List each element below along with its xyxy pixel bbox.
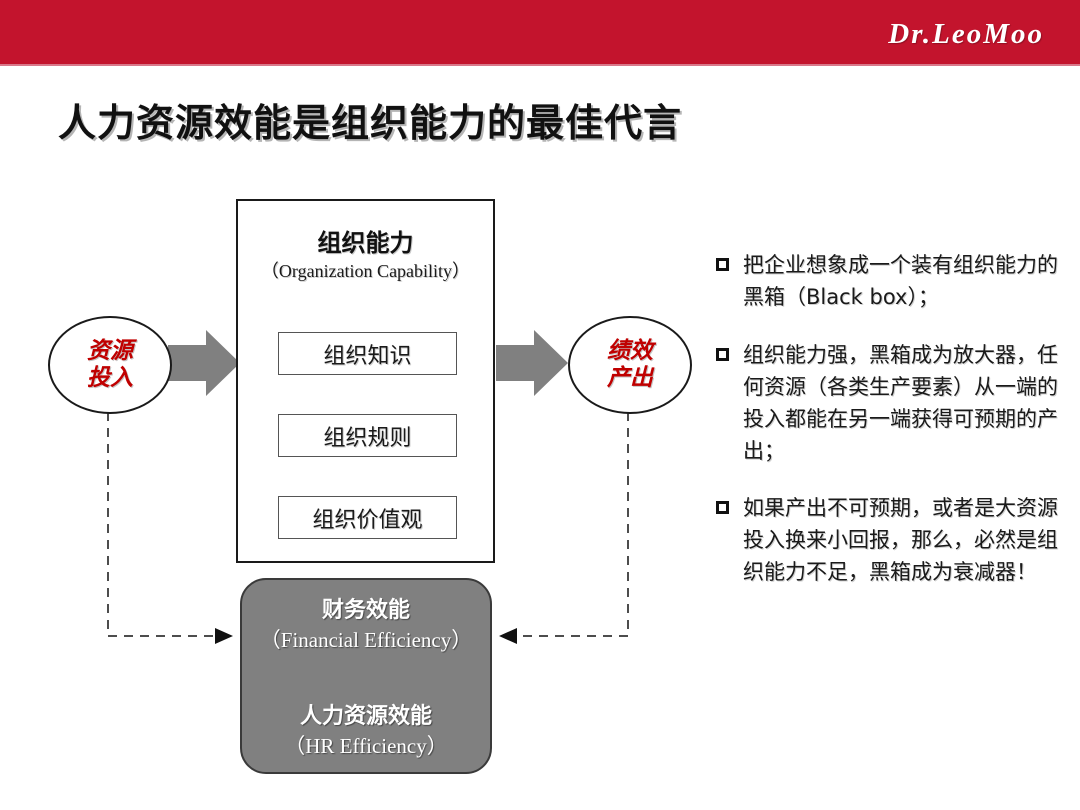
page-title: 人力资源效能是组织能力的最佳代言 (58, 101, 683, 145)
layer-label: 组织规则 (323, 424, 412, 450)
list-item-text: 把企业想象成一个装有组织能力的黑箱（Black box）； (743, 253, 1058, 309)
layer-box-values[interactable]: 组织价值观 (278, 496, 457, 539)
square-bullet-icon (716, 501, 729, 515)
financial-efficiency-title: 财务效能 (321, 598, 410, 623)
performance-output-line2: 产出 (607, 365, 653, 391)
list-item-text: 如果产出不可预期，或者是大资源投入换来小回报，那么，必然是组织能力不足，黑箱成为… (743, 496, 1058, 585)
layer-box-knowledge[interactable]: 组织知识 (278, 332, 457, 375)
resource-input-line2: 投入 (87, 365, 133, 391)
financial-efficiency-subtitle: （Financial Efficiency） (259, 628, 473, 652)
capability-subtitle: （Organization Capability） (260, 261, 471, 281)
list-item: 把企业想象成一个装有组织能力的黑箱（Black box）； (716, 250, 1060, 314)
square-bullet-icon (716, 258, 729, 271)
list-item: 组织能力强，黑箱成为放大器，任何资源（各类生产要素）从一端的投入都能在另一端获得… (716, 340, 1060, 468)
performance-output-line1: 绩效 (607, 337, 653, 364)
dashed-feedback-left (107, 412, 233, 644)
hr-efficiency-title: 人力资源效能 (299, 704, 432, 729)
square-bullet-icon (716, 347, 729, 361)
layer-label: 组织知识 (323, 342, 412, 368)
dashed-feedback-right (499, 412, 629, 644)
header-divider (0, 64, 1080, 66)
list-item: 如果产出不可预期，或者是大资源投入换来小回报，那么，必然是组织能力不足，黑箱成为… (716, 493, 1060, 589)
bullet-list: 把企业想象成一个装有组织能力的黑箱（Black box）； 组织能力强，黑箱成为… (716, 250, 1060, 615)
hr-efficiency-subtitle: （HR Efficiency） (284, 734, 448, 758)
resource-input-node[interactable]: 资源 投入 (48, 316, 172, 414)
resource-input-line1: 资源 (87, 337, 133, 364)
organization-capability-box[interactable]: 组织能力 （Organization Capability） 组织知识 组织规则… (236, 199, 495, 563)
layer-box-rules[interactable]: 组织规则 (278, 414, 457, 457)
brand-logo: Dr.LeoMoo (888, 18, 1044, 50)
list-item-text: 组织能力强，黑箱成为放大器，任何资源（各类生产要素）从一端的投入都能在另一端获得… (743, 342, 1058, 463)
flow-arrow-input (168, 330, 240, 396)
layer-label: 组织价值观 (312, 506, 423, 532)
capability-title: 组织能力 (317, 229, 414, 257)
efficiency-box[interactable]: 财务效能 （Financial Efficiency） 人力资源效能 （HR E… (240, 578, 492, 774)
performance-output-node[interactable]: 绩效 产出 (568, 316, 692, 414)
header-banner (0, 0, 1080, 64)
flow-arrow-output (496, 330, 568, 396)
